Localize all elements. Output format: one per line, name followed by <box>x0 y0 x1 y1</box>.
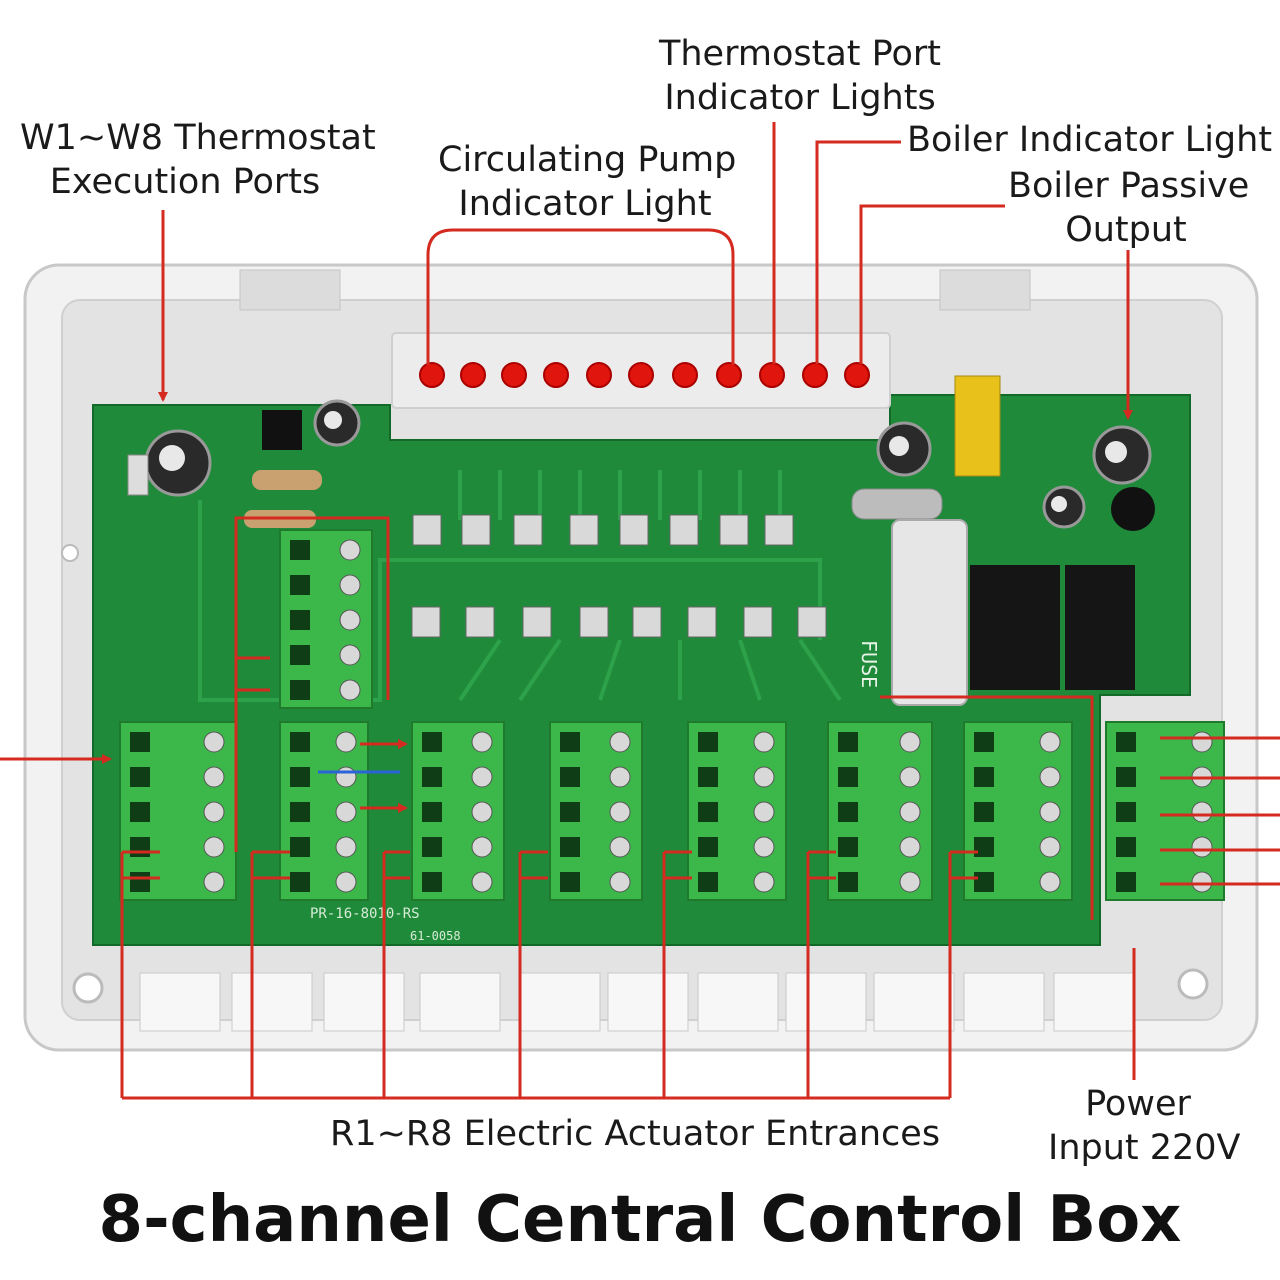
terminal-block-8 <box>1105 721 1225 901</box>
thermostat-lights-label-line1: Thermostat Port <box>658 34 942 74</box>
thermostat-indicator-led <box>586 362 612 388</box>
terminal-block-2 <box>279 721 369 901</box>
terminal-block-7 <box>963 721 1073 901</box>
thermostat-indicator-led <box>759 362 785 388</box>
thermostat-indicator-led <box>628 362 654 388</box>
pump-light-label-line2: Indicator Light <box>458 184 712 224</box>
thermostat-indicator-led <box>460 362 486 388</box>
boiler-output-label-line2: Output <box>1065 210 1187 250</box>
boiler-output-label-line1: Boiler Passive <box>1008 166 1250 206</box>
relay <box>1065 565 1135 690</box>
terminal-block-3 <box>411 721 505 901</box>
terminal-block-1 <box>119 721 237 901</box>
w-ports-label: W1~W8 Thermostat Execution Ports <box>20 116 376 204</box>
terminal-block-top <box>279 529 373 709</box>
thermostat-lights-label-line2: Indicator Lights <box>664 78 936 118</box>
w-ports-label-line2: Execution Ports <box>49 162 321 202</box>
thermostat-lights-label: Thermostat Port Indicator Lights <box>650 32 950 120</box>
terminal-blocks <box>119 529 1225 901</box>
boiler-output-led <box>844 362 870 388</box>
thermostat-indicator-led <box>716 362 742 388</box>
pcb-code-text: 61-0058 <box>410 929 461 943</box>
pcb-model-text: PR-16-8010-RS <box>310 906 420 922</box>
relay <box>970 565 1060 690</box>
boiler-indicator-led <box>802 362 828 388</box>
actuator-entrances-label: R1~R8 Electric Actuator Entrances <box>330 1114 941 1154</box>
pump-light-label-line1: Circulating Pump <box>438 140 737 180</box>
pcb-fuse-text: FUSE <box>857 640 881 688</box>
terminal-block-6 <box>827 721 933 901</box>
terminal-block-4 <box>549 721 643 901</box>
boiler-light-label: Boiler Indicator Light <box>907 120 1273 160</box>
page-title: 8-channel Central Control Box <box>98 1183 1182 1257</box>
boiler-output-label: Boiler Passive Output <box>1008 164 1250 252</box>
cable-clamps <box>139 972 1135 1032</box>
fuse-holder <box>891 519 968 706</box>
electronic-components: FUSE PR-16-8010-RS 61-0058 <box>127 375 1155 943</box>
power-input-label-line2: Input 220V <box>1048 1128 1241 1168</box>
thermostat-indicator-led <box>672 362 698 388</box>
power-input-label-line1: Power <box>1085 1084 1191 1124</box>
pump-indicator-led <box>419 362 445 388</box>
indicator-light-bar <box>391 332 891 409</box>
thermostat-indicator-led <box>543 362 569 388</box>
callout-lines <box>0 122 1280 1100</box>
pump-light-label: Circulating Pump Indicator Light <box>438 138 737 226</box>
w-ports-label-line1: W1~W8 Thermostat <box>20 118 376 158</box>
power-input-label: Power Input 220V <box>1048 1082 1241 1170</box>
smd-components <box>411 514 827 638</box>
terminal-block-5 <box>687 721 787 901</box>
thermostat-indicator-led <box>501 362 527 388</box>
